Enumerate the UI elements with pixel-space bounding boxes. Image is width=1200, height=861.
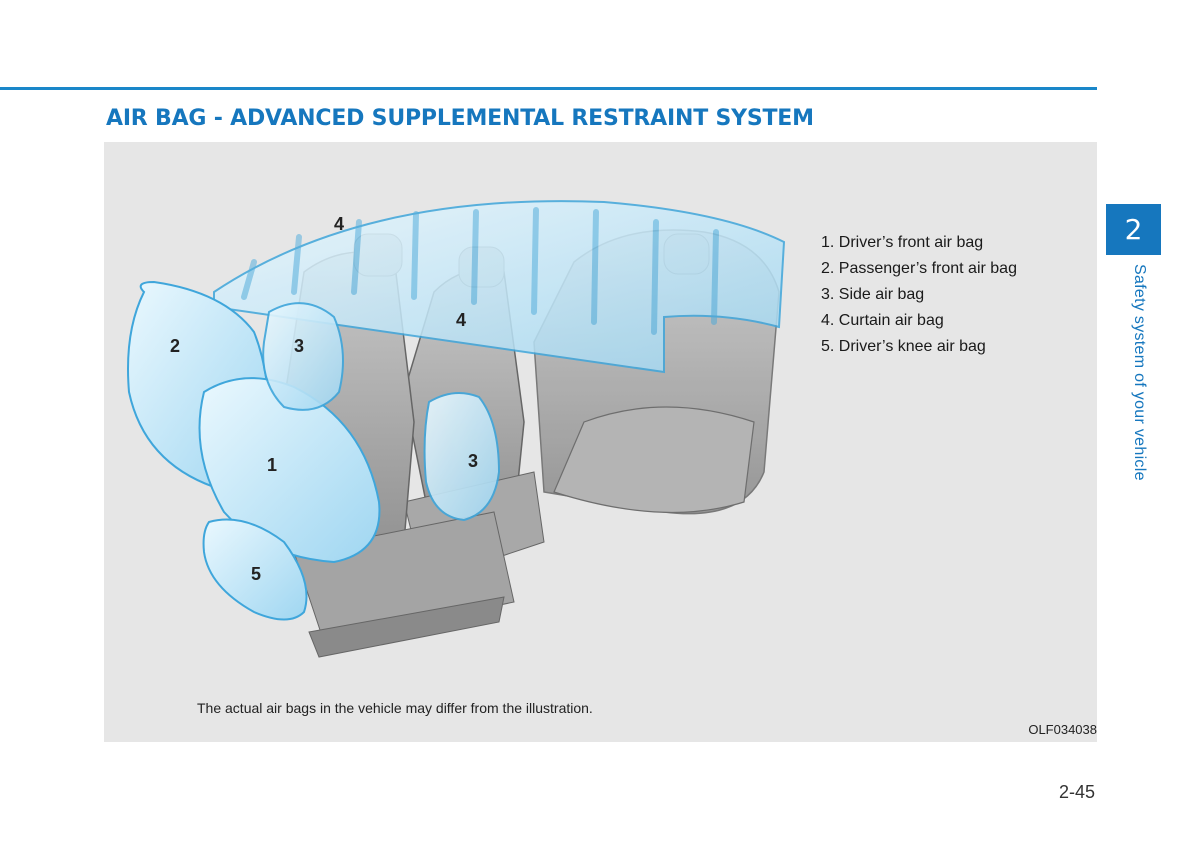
chapter-tab: 2 [1106,204,1161,255]
callout-1: 1 [267,455,278,475]
driver-side-airbag [262,302,344,411]
page-number: 2-45 [1058,782,1095,802]
callout-4-top: 4 [334,214,345,234]
legend-item: 1. Driver’s front air bag [821,234,984,251]
legend-item: 5. Driver’s knee air bag [821,338,986,355]
page-title: AIR BAG - ADVANCED SUPPLEMENTAL RESTRAIN… [106,106,814,131]
legend-item: 3. Side air bag [821,286,925,303]
callout-3-passenger: 3 [468,451,479,471]
figure-code: OLF034038 [1028,722,1097,737]
airbag-legend: 1. Driver’s front air bag 2. Passenger’s… [821,233,1017,363]
callout-5: 5 [251,564,262,584]
airbag-illustration [127,200,786,658]
curtain-airbag [213,200,786,374]
header-rule [0,87,1097,90]
driver-knee-airbag [202,518,308,621]
passenger-side-airbag [423,392,501,522]
section-label: Safety system of your vehicle [1131,264,1148,481]
callout-3-driver: 3 [294,336,305,356]
callout-2: 2 [170,336,181,356]
legend-item: 4. Curtain air bag [821,312,944,329]
callout-4-mid: 4 [456,310,467,330]
airbag-figure: 4 2 3 4 1 3 5 1. Driver’s front air bag … [104,142,1097,742]
legend-item: 2. Passenger’s front air bag [821,260,1017,277]
figure-caption: The actual air bags in the vehicle may d… [197,700,593,716]
